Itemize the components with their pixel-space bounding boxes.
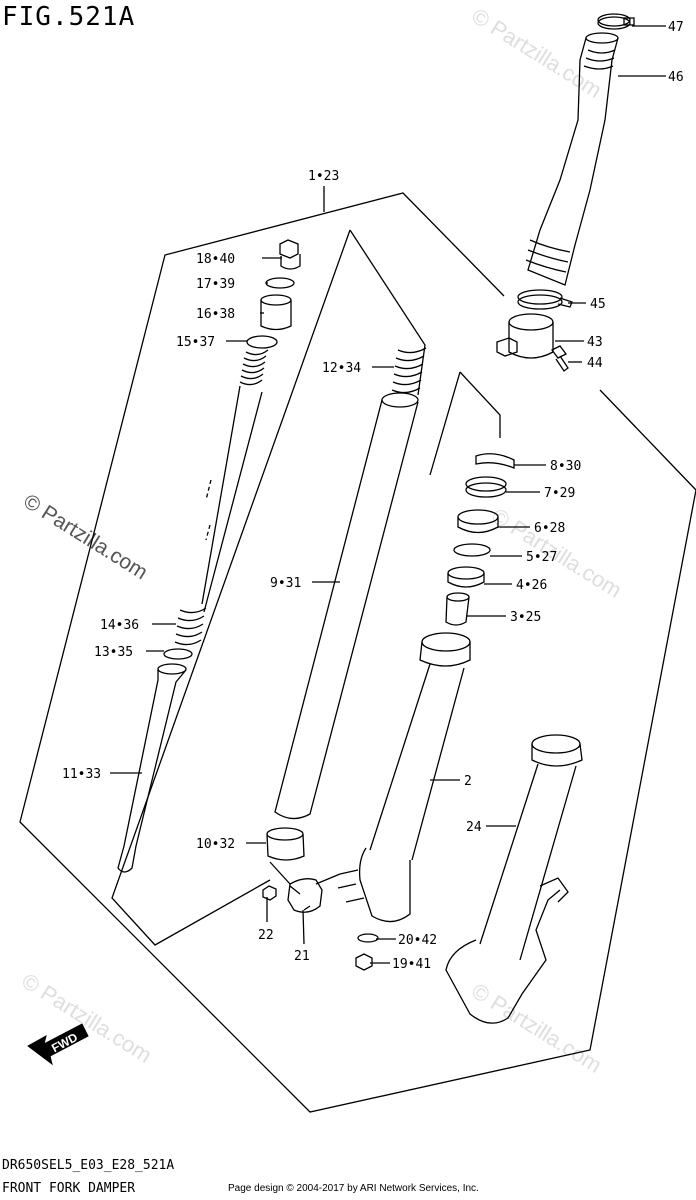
studs bbox=[337, 869, 365, 903]
callout-19-41: 19•41 bbox=[392, 957, 431, 972]
part-8-clip bbox=[475, 453, 515, 469]
part-14-spring bbox=[174, 607, 207, 646]
page-credit: Page design © 2004-2017 by ARI Network S… bbox=[228, 1183, 479, 1194]
callout-8-30: 8•30 bbox=[550, 459, 581, 474]
part-3-bushing bbox=[445, 592, 470, 626]
watermark-left: © Partzilla.com bbox=[19, 490, 151, 584]
inner-bracket-right bbox=[459, 371, 501, 438]
part-44-bolt bbox=[551, 345, 569, 372]
watermark: © Partzilla.com bbox=[467, 978, 606, 1078]
part-19-bolt bbox=[355, 953, 373, 971]
part-11-damper-rod bbox=[117, 663, 187, 873]
callout-20-42: 20•42 bbox=[398, 933, 437, 948]
callout-44: 44 bbox=[587, 356, 603, 371]
callout-18-40: 18•40 bbox=[196, 252, 235, 267]
callout-4-26: 4•26 bbox=[516, 578, 547, 593]
leader-lines bbox=[110, 25, 666, 964]
callout-16-38: 16•38 bbox=[196, 307, 235, 322]
part-43-guide bbox=[496, 313, 554, 359]
part-6-seal-retainer bbox=[457, 509, 499, 534]
callout-7-29: 7•29 bbox=[544, 486, 575, 501]
fwd-arrow: FWD bbox=[27, 1023, 89, 1066]
part-22-nut bbox=[262, 885, 277, 901]
watermark: © Partzilla.com bbox=[467, 3, 606, 103]
dashed-leaders bbox=[205, 479, 212, 541]
callout-22: 22 bbox=[258, 928, 274, 943]
part-7-oil-seal bbox=[465, 476, 507, 498]
part-16-spacer bbox=[260, 294, 292, 331]
callout-3-25: 3•25 bbox=[510, 610, 541, 625]
part-20-washer bbox=[357, 933, 379, 943]
part-45-clamp bbox=[517, 289, 573, 310]
callout-2: 2 bbox=[464, 774, 472, 789]
callout-10-32: 10•32 bbox=[196, 837, 235, 852]
model-code: DR650SEL5_E03_E28_521A bbox=[2, 1158, 175, 1173]
callout-6-28: 6•28 bbox=[534, 521, 565, 536]
callout-labels: 47 46 1•23 18•40 17•39 16•38 15•37 12•34… bbox=[62, 20, 684, 972]
callout-11-33: 11•33 bbox=[62, 767, 101, 782]
part-12-spring bbox=[391, 347, 427, 394]
part-spring-upper bbox=[239, 349, 269, 386]
callout-45: 45 bbox=[590, 297, 606, 312]
figure-title: FIG.521A bbox=[2, 2, 136, 32]
callout-14-36: 14•36 bbox=[100, 618, 139, 633]
part-47-clamp bbox=[597, 13, 635, 30]
part-15-washer bbox=[246, 335, 278, 349]
callout-1-23: 1•23 bbox=[308, 169, 339, 184]
part-9-inner-tube bbox=[274, 392, 419, 820]
part-2-outer-tube bbox=[358, 632, 471, 923]
callout-12-34: 12•34 bbox=[322, 361, 361, 376]
callout-24: 24 bbox=[466, 820, 482, 835]
callout-43: 43 bbox=[587, 335, 603, 350]
damper-rod-tube bbox=[201, 385, 263, 613]
part-46-fork-boot bbox=[525, 32, 619, 286]
outer-bracket bbox=[19, 192, 696, 1113]
diagram-name: FRONT FORK DAMPER bbox=[2, 1181, 136, 1196]
callout-13-35: 13•35 bbox=[94, 645, 133, 660]
callout-5-27: 5•27 bbox=[526, 550, 557, 565]
callout-9-31: 9•31 bbox=[270, 576, 301, 591]
part-21-clamp bbox=[287, 878, 323, 913]
part-4-bushing bbox=[447, 566, 485, 588]
inner-bracket-rod-left bbox=[111, 229, 351, 946]
inner-bracket-right-2 bbox=[429, 371, 461, 476]
watermarks: © Partzilla.com © Partzilla.com © Partzi… bbox=[17, 3, 626, 1078]
part-5-washer bbox=[453, 543, 491, 557]
part-24-outer-tube bbox=[445, 734, 583, 1024]
part-10-bushing bbox=[266, 827, 305, 861]
callout-17-39: 17•39 bbox=[196, 277, 235, 292]
callout-46: 46 bbox=[668, 70, 684, 85]
part-13-ring bbox=[163, 648, 193, 660]
callout-15-37: 15•37 bbox=[176, 335, 215, 350]
callout-47: 47 bbox=[668, 20, 684, 35]
callout-21: 21 bbox=[294, 949, 310, 964]
inner-bracket-rod bbox=[349, 229, 426, 396]
part-18-cap-bolt bbox=[279, 239, 301, 270]
part-17-o-ring bbox=[265, 277, 295, 289]
